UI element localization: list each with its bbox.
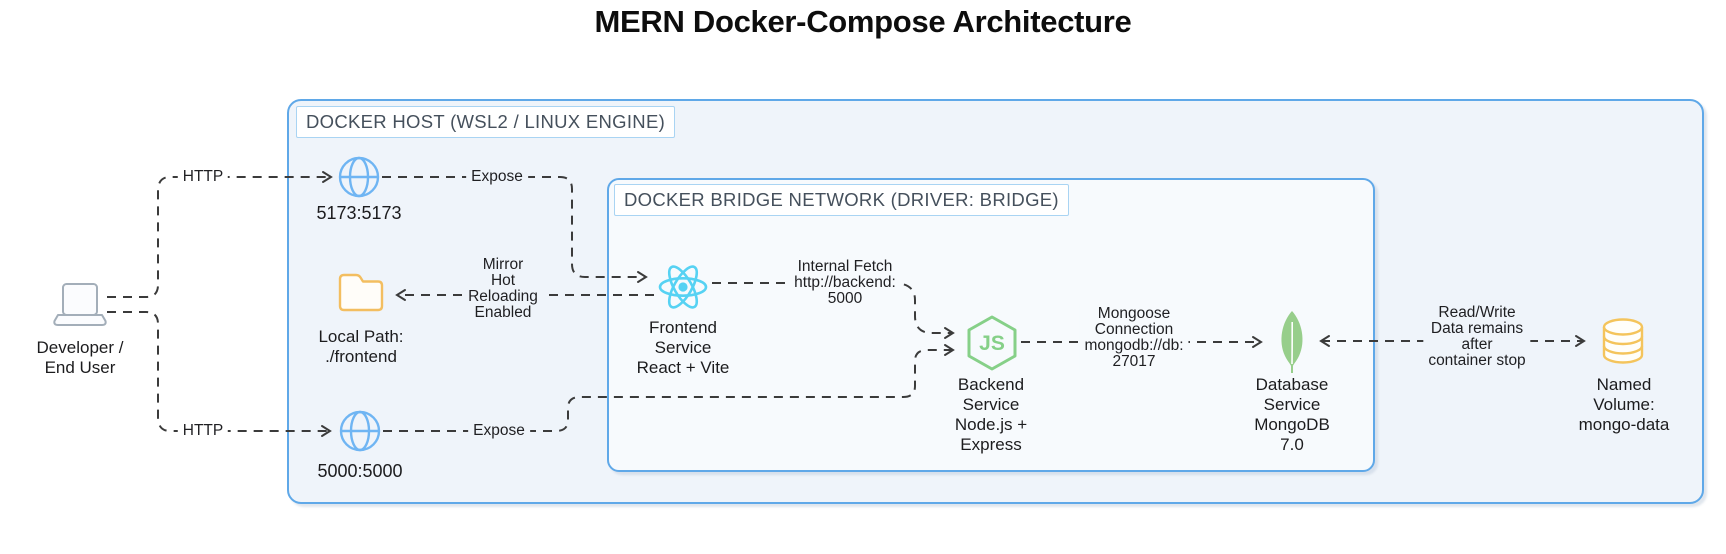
svg-text:JS: JS [979,332,1005,355]
port-5000-label: 5000:5000 [317,461,403,481]
diagram-title: MERN Docker-Compose Architecture [594,4,1132,39]
named-volume-label: Named Volume: mongo-data [1578,375,1670,434]
react-icon [658,265,708,309]
frontend-service-label: Frontend Service React + Vite [636,318,730,377]
backend-service-label: Backend Service Node.js + Express [954,375,1028,454]
folder-icon [338,273,384,312]
globe-icon [339,410,381,452]
nodejs-icon: JS [967,315,1017,371]
developer-end-user-label: Developer / End User [36,338,124,377]
docker-host-label: DOCKER HOST (WSL2 / LINUX ENGINE) [296,106,676,138]
edge-user-to-port5173 [107,171,333,298]
edge-label-internal-fetch: Internal Fetch http://backend: 5000 [789,257,901,309]
edge-port5173-to-frontend [382,176,648,283]
port-5173-label: 5173:5173 [316,203,402,223]
edge-user-to-port5000 [107,311,332,437]
edge-label-mirror-hot-reloading: Mirror Hot Reloading Enabled [463,255,543,323]
local-path-label: Local Path: ./frontend [318,327,404,366]
globe-icon [338,156,380,198]
docker-bridge-network-label: DOCKER BRIDGE NETWORK (DRIVER: BRIDGE) [614,184,1069,216]
edge-label-http-bottom: HTTP [177,421,229,441]
database-cylinder-icon [1602,318,1644,364]
database-service-label: Database Service MongoDB 7.0 [1254,375,1330,454]
edge-port5000-to-backend [383,344,955,432]
edge-label-read-write: Read/Write Data remains after container … [1423,303,1531,371]
mongodb-leaf-icon [1281,311,1303,373]
edge-label-mongoose-connection: Mongoose Connection mongodb://db: 27017 [1079,304,1189,372]
laptop-icon [53,283,107,326]
edge-label-expose-top: Expose [466,167,528,187]
edge-label-expose-bottom: Expose [468,421,530,441]
docker-bridge-network-container [607,178,1375,472]
edge-label-http-top: HTTP [177,167,229,187]
